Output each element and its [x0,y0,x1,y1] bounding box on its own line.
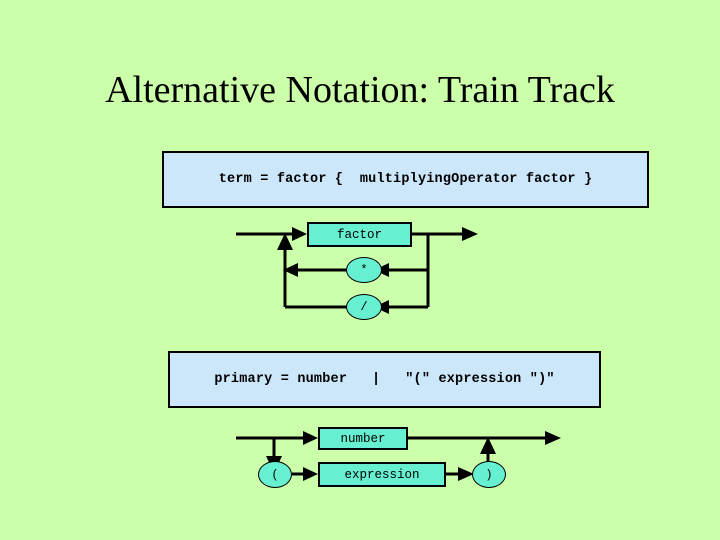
node-factor[interactable]: factor [307,222,412,247]
node-factor-label: factor [336,227,382,242]
node-number[interactable]: number [318,427,408,450]
node-multiply-operator-label: * [360,263,368,277]
node-multiply-operator[interactable]: * [346,257,382,283]
grammar-rule-term-box: term = factor { multiplyingOperator fact… [162,151,649,208]
node-divide-operator-label: / [360,300,368,314]
node-number-label: number [340,431,386,446]
node-close-paren-label: ) [485,467,493,482]
page-title: Alternative Notation: Train Track [105,69,615,111]
grammar-rule-term-text: term = factor { multiplyingOperator fact… [218,172,593,187]
node-close-paren[interactable]: ) [472,461,506,488]
node-divide-operator[interactable]: / [346,294,382,320]
node-open-paren[interactable]: ( [258,461,292,488]
node-expression-label: expression [344,467,420,482]
node-open-paren-label: ( [271,467,279,482]
grammar-rule-primary-text: primary = number | "(" expression ")" [214,372,555,387]
node-expression[interactable]: expression [318,462,446,487]
grammar-rule-primary-box: primary = number | "(" expression ")" [168,351,601,408]
